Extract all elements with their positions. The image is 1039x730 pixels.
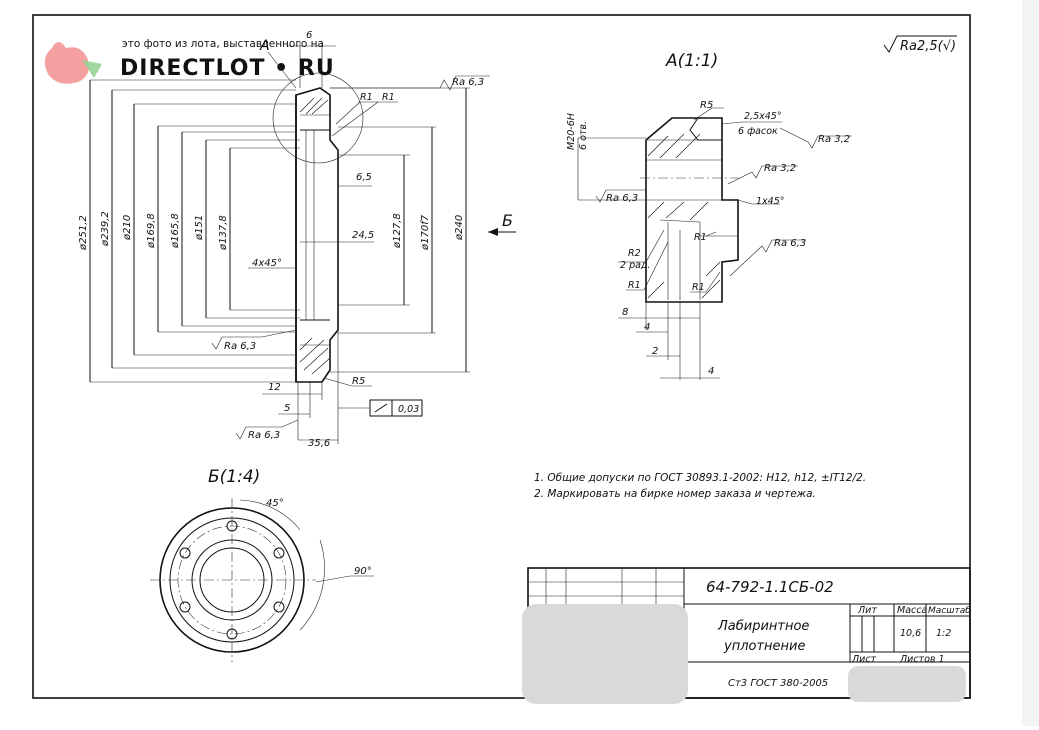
view-b: Б(1:4) 45° 90°	[150, 467, 374, 662]
scale-label: Масштаб	[928, 606, 971, 616]
roughness-bottom-left: Ra 6,3	[224, 341, 256, 352]
detail-radius-r1: R1	[694, 232, 707, 243]
redacted-area-right	[848, 666, 966, 702]
radius-r5: R5	[352, 376, 365, 387]
detail-small-chamfer: 1x45°	[756, 196, 785, 207]
dim-d165-8: ø165,8	[170, 213, 181, 249]
detail-chamfer-count: 6 фасок	[738, 126, 778, 137]
mass-label: Масса	[897, 605, 927, 616]
watermark-caption: это фото из лота, выставленного на	[122, 38, 324, 50]
dim-12: 12	[268, 382, 281, 393]
detail-radius-r2: R2	[628, 248, 641, 259]
view-arrow-b: Б	[502, 211, 513, 230]
detail-a-circle	[272, 72, 364, 164]
squirrel-logo-icon	[44, 42, 102, 84]
dim-chamfer-4x45: 4x45°	[252, 258, 282, 269]
dim-d151: ø151	[194, 215, 205, 241]
roughness-detail-mid: Ra 3,2	[764, 163, 796, 174]
detail-radius-r1-left: R1	[628, 280, 641, 291]
detail-dim-8: 8	[622, 307, 628, 318]
watermark-brand: DIRECTLOT • RU	[120, 56, 335, 81]
scale-value: 1:2	[936, 628, 951, 639]
radius-r1-b: R1	[382, 92, 395, 103]
detail-a-title: А(1:1)	[665, 51, 718, 71]
mass-value: 10,6	[900, 628, 921, 639]
runout-value: 0,03	[398, 404, 419, 415]
roughness-detail-left: Ra 6,3	[606, 193, 638, 204]
title-block: 64-792-1.1СБ-02 Лабиринтное уплотнение С…	[522, 567, 971, 704]
dim-d239-2: ø239,2	[100, 211, 111, 247]
watermark: это фото из лота, выставленного на DIREC…	[44, 38, 335, 84]
section-mark-a: А	[259, 38, 270, 54]
detail-chamfer: 2,5x45°	[744, 111, 782, 122]
general-roughness-label: Ra2,5(√)	[900, 39, 956, 54]
general-roughness-symbol: Ra2,5(√)	[883, 35, 957, 54]
dim-d169-8: ø169,8	[146, 213, 157, 249]
detail-radius-r1-bottom: R1	[692, 282, 705, 293]
roughness-detail-lower: Ra 6,3	[774, 238, 806, 249]
main-section-view: ø251,2 ø239,2 ø210 ø169,8 ø165,8 ø151 ø1…	[78, 30, 516, 449]
dim-24-5: 24,5	[352, 230, 374, 241]
detail-dim-4: 4	[644, 322, 650, 333]
dim-d210: ø210	[122, 215, 133, 241]
drawing-designation: 64-792-1.1СБ-02	[706, 578, 834, 596]
redacted-area-left	[522, 604, 688, 704]
angle-45: 45°	[266, 498, 284, 509]
technical-drawing: это фото из лота, выставленного на DIREC…	[32, 14, 971, 704]
detail-dim-2: 2	[652, 346, 658, 357]
sheets-label: Листов 1	[899, 654, 945, 665]
detail-radius-r5: R5	[700, 100, 713, 111]
dim-d137-8: ø137,8	[218, 215, 229, 251]
roughness-top: Ra 6,3	[452, 77, 484, 88]
part-name-line2: уплотнение	[723, 639, 805, 654]
note-2: 2. Маркировать на бирке номер заказа и ч…	[534, 488, 816, 500]
detail-radius-r2-count: 2 рад.	[620, 260, 651, 271]
angle-90: 90°	[354, 566, 372, 577]
lit-label: Лит	[857, 605, 877, 616]
dim-d127-8: ø127,8	[392, 213, 403, 249]
view-b-title: Б(1:4)	[208, 467, 260, 487]
sheet-label: Лист	[851, 654, 877, 665]
dim-6-5: 6,5	[356, 172, 372, 183]
dim-d240: ø240	[454, 215, 465, 241]
roughness-detail-top: Ra 3,2	[818, 134, 850, 145]
note-1: 1. Общие допуски по ГОСТ 30893.1-2002: H…	[534, 472, 866, 484]
dim-top-width: 6	[306, 30, 312, 41]
part-name-line1: Лабиринтное	[717, 619, 809, 634]
material: Ст3 ГОСТ 380-2005	[728, 678, 828, 689]
detail-a-view: А(1:1) M20-6H 6 отв. Ra 6,3 R5 2,5x45° 6…	[566, 51, 852, 380]
drawing-frame	[32, 14, 971, 699]
detail-dim-4b: 4	[708, 366, 714, 377]
roughness-bottom: Ra 6,3	[248, 430, 280, 441]
bolt-holes	[179, 520, 285, 640]
thread-spec: M20-6H	[566, 113, 577, 150]
radius-r1-a: R1	[360, 92, 373, 103]
thread-count: 6 отв.	[578, 121, 589, 150]
dim-5: 5	[284, 403, 290, 414]
dim-d170f7: ø170f7	[420, 214, 431, 251]
side-strip	[1022, 0, 1039, 726]
technical-notes: 1. Общие допуски по ГОСТ 30893.1-2002: H…	[534, 472, 866, 500]
dim-d251-2: ø251,2	[78, 215, 89, 251]
dim-35-6: 35,6	[308, 438, 330, 449]
